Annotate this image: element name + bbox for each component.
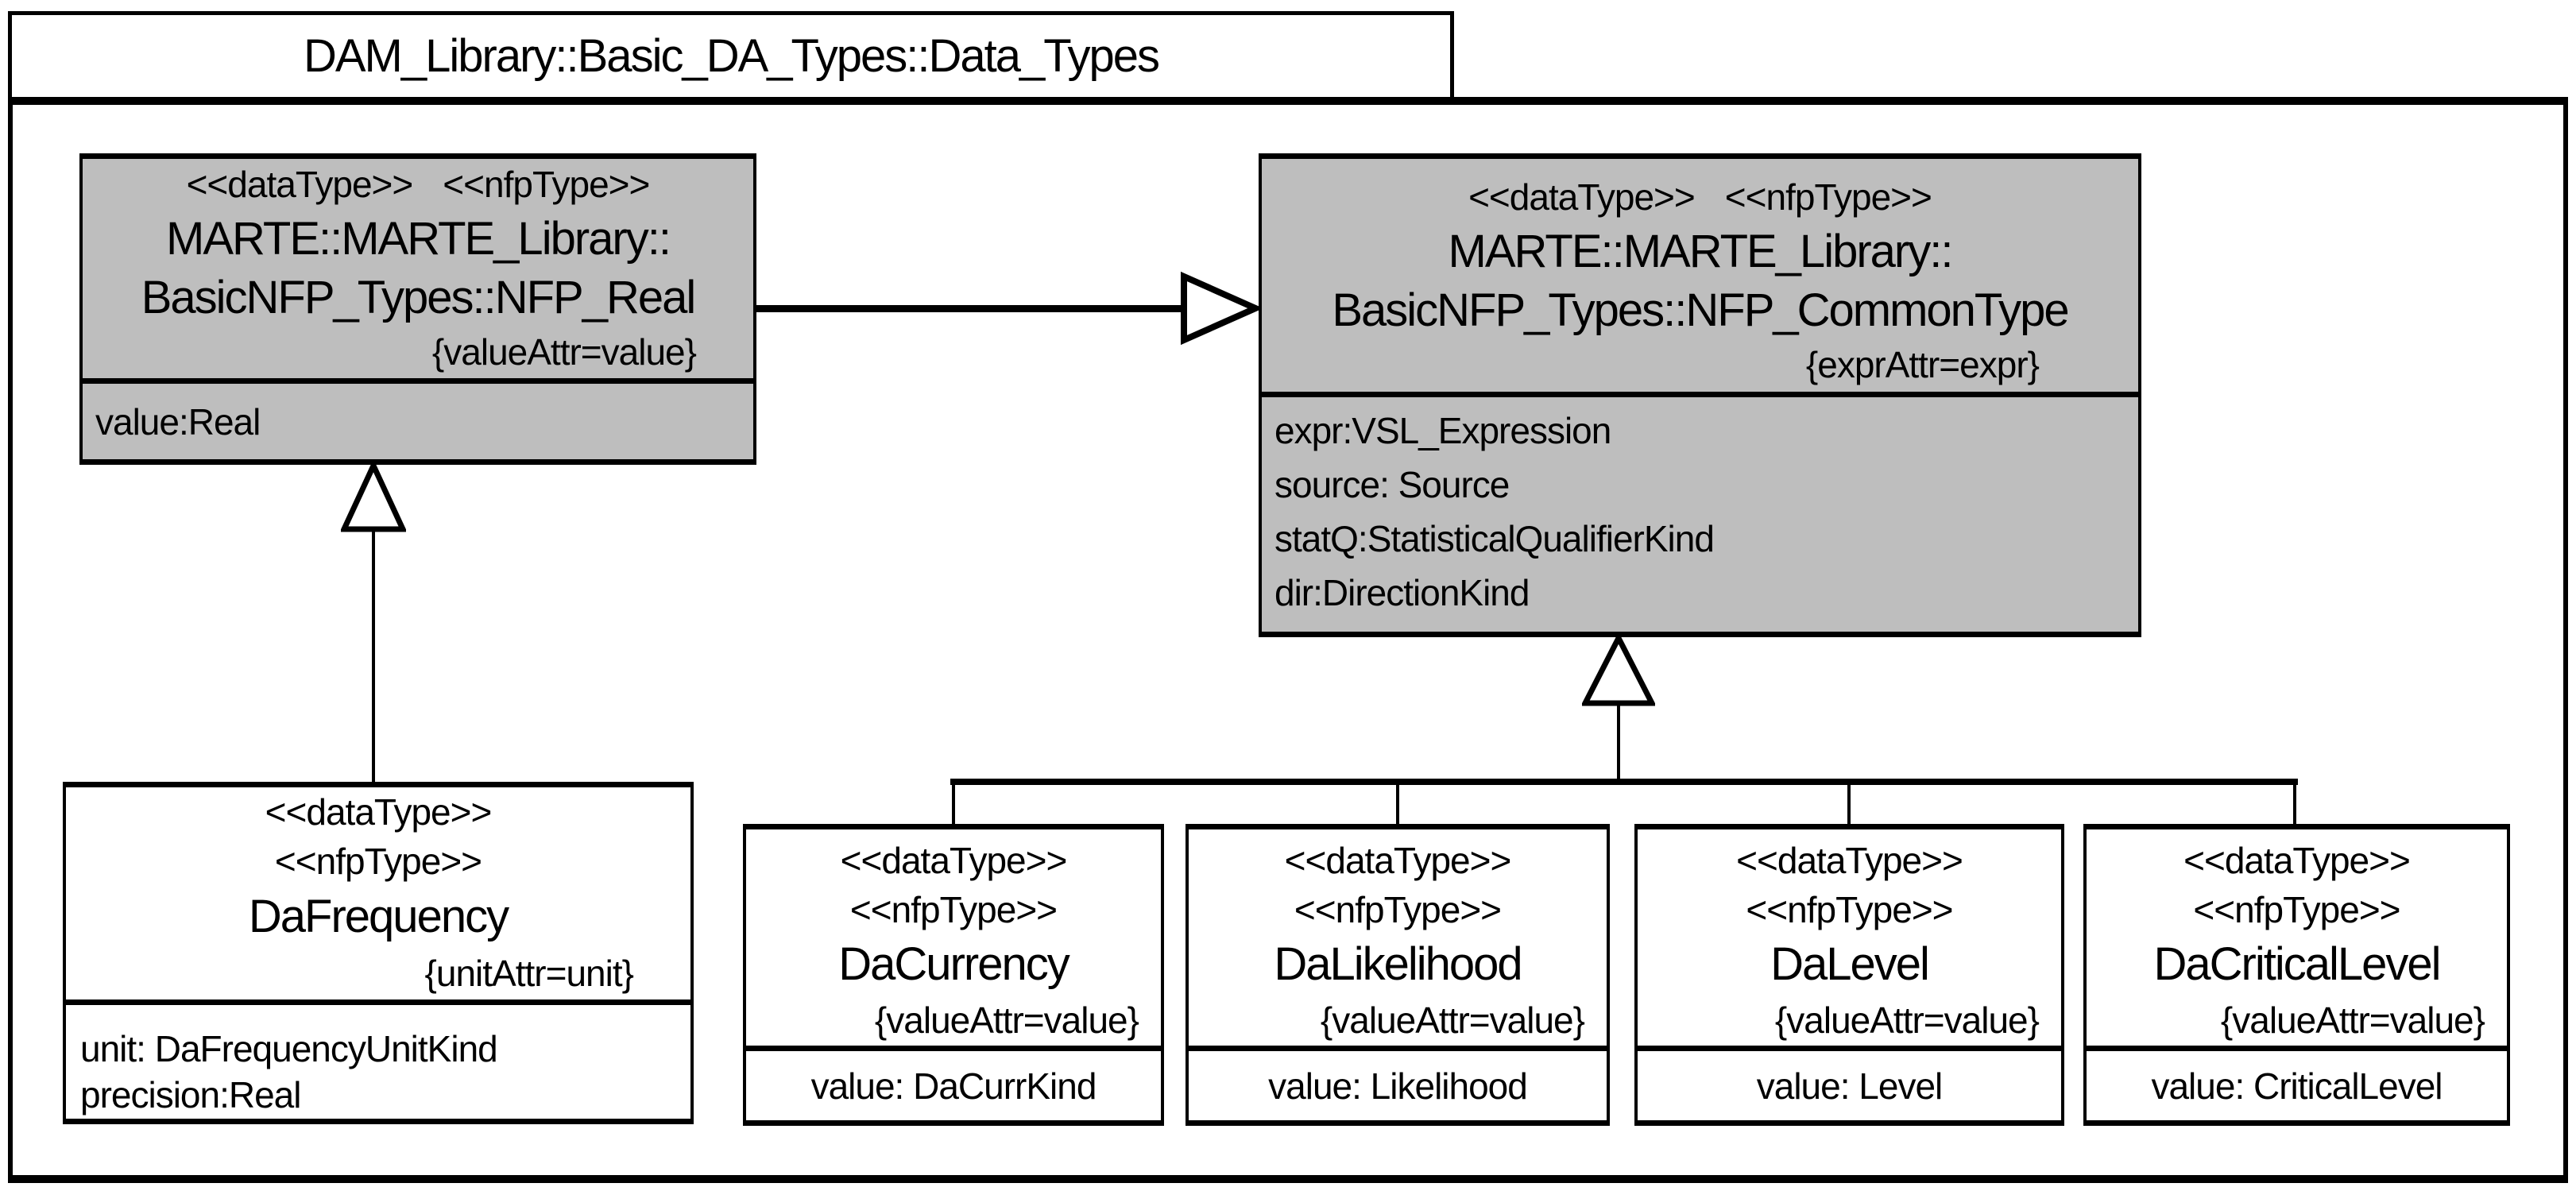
stereotype-datatype: <<dataType>>	[1468, 176, 1696, 218]
stereotype-nfptype: <<nfpType>>	[274, 841, 482, 882]
class-constraint: {valueAttr=value}	[874, 999, 1139, 1041]
class-dacriticallevel: <<dataType>> <<nfpType>> DaCriticalLevel…	[2083, 824, 2510, 1126]
generalization-arrowhead-right-icon	[1181, 271, 1262, 346]
tree-stub-dacriticallevel	[2293, 785, 2296, 824]
class-dacurrency: <<dataType>> <<nfpType>> DaCurrency {val…	[743, 824, 1164, 1126]
stereotype-nfptype: <<nfpType>>	[443, 164, 650, 205]
attribute: value: DaCurrKind	[810, 1065, 1097, 1107]
attribute: precision:Real	[80, 1074, 301, 1115]
stereotype-nfptype: <<nfpType>>	[1746, 889, 1953, 930]
class-dalevel: <<dataType>> <<nfpType>> DaLevel {valueA…	[1634, 824, 2064, 1126]
package-title: DAM_Library::Basic_DA_Types::Data_Types	[303, 30, 1160, 82]
stereotype-datatype: <<dataType>>	[2183, 840, 2411, 881]
stereotype-datatype: <<dataType>>	[1736, 840, 1963, 881]
class-name: BasicNFP_Types::NFP_Real	[141, 272, 697, 323]
stereotype-nfptype: <<nfpType>>	[1724, 176, 1932, 218]
class-name-compartment: <<dataType>> <<nfpType>> DaLevel {valueA…	[1638, 829, 2061, 1046]
class-name: DaFrequency	[248, 891, 509, 942]
class-nfp-real: <<dataType>> <<nfpType>> MARTE::MARTE_Lib…	[79, 153, 756, 465]
stereotype-datatype: <<dataType>>	[186, 164, 414, 205]
attribute-compartment: value: Level	[1638, 1046, 2061, 1120]
generalization-tree-bar	[950, 779, 2298, 785]
class-name-compartment: <<dataType>> <<nfpType>> DaCurrency {val…	[746, 829, 1161, 1046]
attribute: unit: DaFrequencyUnitKind	[80, 1028, 498, 1069]
class-constraint: {valueAttr=value}	[1774, 999, 2040, 1041]
class-name: DaCriticalLevel	[2153, 938, 2441, 990]
attribute-compartment: value: CriticalLevel	[2087, 1046, 2507, 1120]
tree-stub-dacurrency	[952, 785, 955, 824]
attribute: value: Level	[1756, 1065, 1943, 1107]
class-dafrequency: <<dataType>> <<nfpType>> DaFrequency {un…	[63, 782, 694, 1124]
class-constraint: {unitAttr=unit}	[424, 953, 634, 994]
class-constraint: {valueAttr=value}	[431, 331, 697, 373]
attribute-compartment: expr:VSL_Expression source: Source statQ…	[1262, 392, 2138, 632]
stereotype-nfptype: <<nfpType>>	[2193, 889, 2400, 930]
stereotype-datatype: <<dataType>>	[840, 840, 1068, 881]
attribute-compartment: value: Likelihood	[1189, 1046, 1607, 1120]
attribute: source: Source	[1274, 464, 1510, 505]
attribute-compartment: unit: DaFrequencyUnitKind precision:Real	[66, 999, 690, 1119]
attribute: value:Real	[95, 400, 261, 443]
attribute: expr:VSL_Expression	[1274, 410, 1611, 451]
class-name-compartment: <<dataType>> <<nfpType>> DaCriticalLevel…	[2087, 829, 2507, 1046]
class-constraint: {exprAttr=expr}	[1805, 344, 2040, 385]
class-name: DaCurrency	[838, 938, 1069, 990]
class-name: DaLikelihood	[1274, 938, 1522, 990]
class-nfp-commontype: <<dataType>> <<nfpType>> MARTE::MARTE_Lib…	[1259, 153, 2141, 637]
tree-stub-dalevel	[1847, 785, 1851, 824]
stereotype-datatype: <<dataType>>	[1284, 840, 1512, 881]
class-name-compartment: <<dataType>> <<nfpType>> DaLikelihood {v…	[1189, 829, 1607, 1046]
tree-stub-dalikelihood	[1396, 785, 1399, 824]
generalization-arrowhead-up-icon	[1582, 635, 1655, 706]
class-name-compartment: <<dataType>> <<nfpType>> MARTE::MARTE_Lib…	[83, 159, 753, 378]
class-constraint: {valueAttr=value}	[1320, 999, 1585, 1041]
class-name-compartment: <<dataType>> <<nfpType>> DaFrequency {un…	[66, 787, 690, 999]
class-dalikelihood: <<dataType>> <<nfpType>> DaLikelihood {v…	[1186, 824, 1610, 1126]
attribute: statQ:StatisticalQualifierKind	[1274, 518, 1715, 559]
package-body-frame	[8, 97, 2568, 1183]
class-constraint: {valueAttr=value}	[2220, 999, 2485, 1041]
class-name: DaLevel	[1770, 938, 1930, 990]
generalization-real-to-commontype-line	[756, 305, 1184, 312]
attribute: dir:DirectionKind	[1274, 572, 1530, 613]
stereotype-nfptype: <<nfpType>>	[849, 889, 1058, 930]
stereotype-line: <<dataType>> <<nfpType>>	[1262, 172, 2138, 222]
attribute-compartment: value: DaCurrKind	[746, 1046, 1161, 1120]
class-name: MARTE::MARTE_Library::	[166, 213, 671, 265]
attribute: value: CriticalLevel	[2151, 1065, 2443, 1107]
generalization-tree-riser	[1617, 701, 1620, 780]
generalization-arrowhead-up-icon	[341, 462, 406, 532]
attribute: value: Likelihood	[1268, 1065, 1528, 1107]
class-name: MARTE::MARTE_Library::	[1448, 226, 1954, 277]
class-name-compartment: <<dataType>> <<nfpType>> MARTE::MARTE_Lib…	[1262, 159, 2138, 392]
package-tab: DAM_Library::Basic_DA_Types::Data_Types	[8, 11, 1454, 97]
attribute-compartment: value:Real	[83, 378, 753, 459]
generalization-dafrequency-line	[372, 528, 375, 782]
stereotype-nfptype: <<nfpType>>	[1294, 889, 1502, 930]
stereotype-line: <<dataType>> <<nfpType>>	[83, 159, 753, 210]
stereotype-datatype: <<dataType>>	[265, 791, 493, 833]
class-name: BasicNFP_Types::NFP_CommonType	[1332, 284, 2069, 336]
